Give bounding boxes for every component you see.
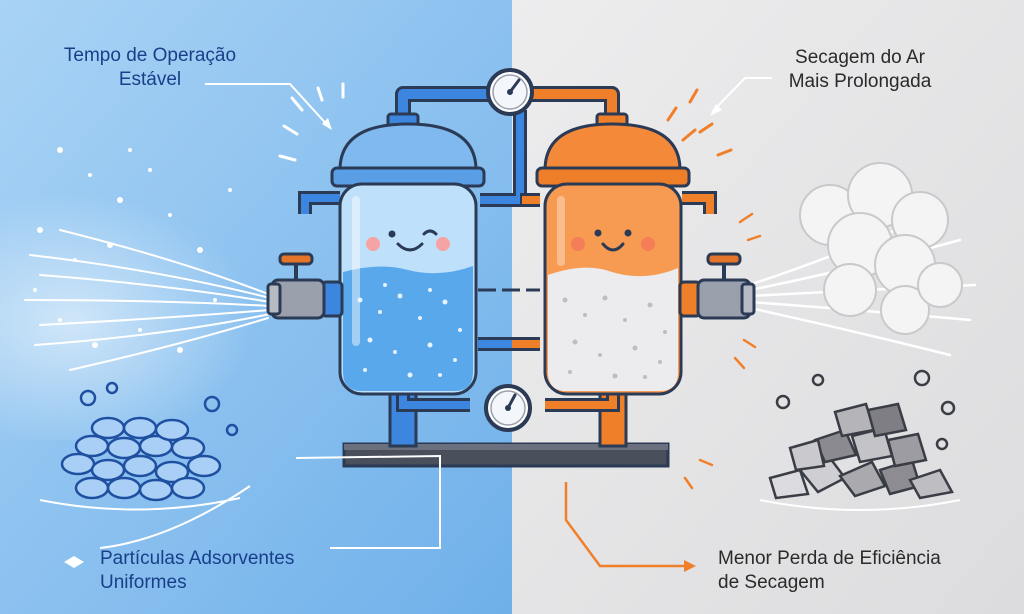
sparkle-dots-left: [33, 147, 232, 353]
arrow-icon: [711, 77, 772, 113]
valve-handle-icon: [678, 252, 756, 320]
label-stable-operation-time: Tempo de Operação Estável: [40, 44, 260, 92]
degraded-particles: [768, 402, 954, 500]
label-uniform-adsorbent-particles: Partículas Adsorventes Uniformes: [100, 547, 320, 595]
label-line: Tempo de Operação: [63, 45, 237, 66]
rays-top-right: [666, 88, 733, 157]
label-line: Secagem do Ar: [795, 47, 925, 68]
valve-handle-icon: [266, 252, 344, 320]
label-line: Mais Prolongada: [788, 71, 932, 92]
uniform-pellets: [60, 416, 222, 502]
steam-cloud-icon: [799, 162, 963, 335]
smiley-face-icon: [571, 229, 655, 252]
orange-tank: [535, 112, 691, 396]
label-lower-efficiency-loss: Menor Perda de Eficiência de Secagem: [718, 547, 978, 595]
pressure-gauge-icon: [486, 68, 534, 116]
label-line: Estável: [118, 69, 182, 90]
arrow-icon: [205, 83, 331, 129]
label-longer-air-drying: Secagem do Ar Mais Prolongada: [760, 46, 960, 94]
blue-tank: [330, 112, 486, 396]
smiley-face-icon: [366, 229, 450, 252]
arrow-icon: [99, 454, 441, 549]
rays-top-left: [278, 82, 345, 162]
label-line: de Secagem: [718, 572, 825, 593]
airflow-lines-left: [24, 229, 271, 371]
rays-mid-right: [683, 212, 762, 490]
label-line: Menor Perda de Eficiência: [718, 548, 941, 569]
pressure-gauge-icon: [484, 384, 532, 432]
label-line: Uniformes: [100, 572, 187, 593]
label-line: Partículas Adsorventes: [100, 548, 295, 569]
diamond-icon: [64, 556, 84, 568]
arrow-icon: [564, 482, 684, 568]
